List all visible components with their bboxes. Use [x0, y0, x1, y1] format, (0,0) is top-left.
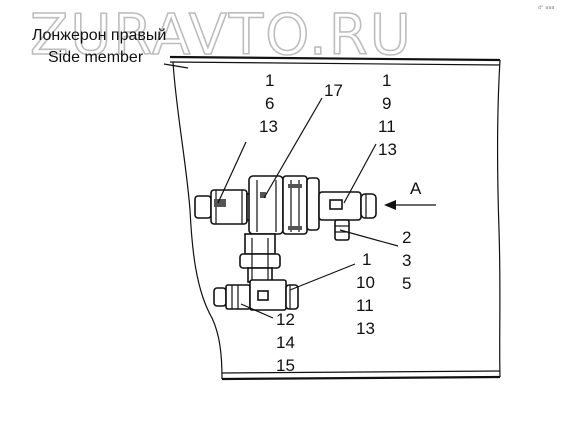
callout-label: 1 [362, 250, 371, 269]
callout-label: 1 [265, 71, 274, 90]
central-distributor [248, 175, 320, 235]
callout-label: 12 [276, 310, 295, 329]
leader-lines [217, 97, 399, 319]
member-label-ru: Лонжерон правый [32, 27, 166, 44]
callout-label: 9 [382, 94, 391, 113]
callout-label: 10 [356, 273, 375, 292]
callout-label: 14 [276, 333, 295, 352]
corner-mark: d° aaa [538, 5, 554, 11]
view-arrow [384, 200, 436, 210]
callout-right-valve: 1 9 11 13 [378, 71, 397, 159]
member-label-en: Side member [48, 49, 144, 66]
callout-label: 17 [324, 81, 343, 100]
side-member-frame [169, 55, 501, 381]
callout-bottom: 12 14 15 [276, 310, 295, 375]
callout-label: 6 [265, 94, 274, 113]
lower-tee [213, 279, 299, 311]
right-valve [318, 191, 377, 241]
callout-label: 15 [276, 356, 295, 375]
callout-label: 2 [402, 228, 411, 247]
callout-label: 5 [402, 274, 411, 293]
view-arrow-label: A [410, 179, 422, 198]
callout-label: 11 [378, 117, 396, 136]
callout-right-side: 2 3 5 [402, 228, 411, 293]
callout-label: 1 [382, 71, 391, 90]
callout-label: 3 [402, 251, 411, 270]
connecting-pipe [239, 233, 281, 283]
callout-left-valve: 1 6 13 [259, 71, 278, 136]
callout-label: 11 [356, 296, 374, 315]
callout-label: 13 [378, 140, 397, 159]
callout-label: 13 [259, 117, 278, 136]
member-leader [163, 63, 189, 69]
left-valve [194, 189, 256, 225]
callout-label: 13 [356, 319, 375, 338]
callout-lower-tee: 1 10 11 13 [356, 250, 375, 338]
callout-center: 17 [324, 81, 343, 100]
